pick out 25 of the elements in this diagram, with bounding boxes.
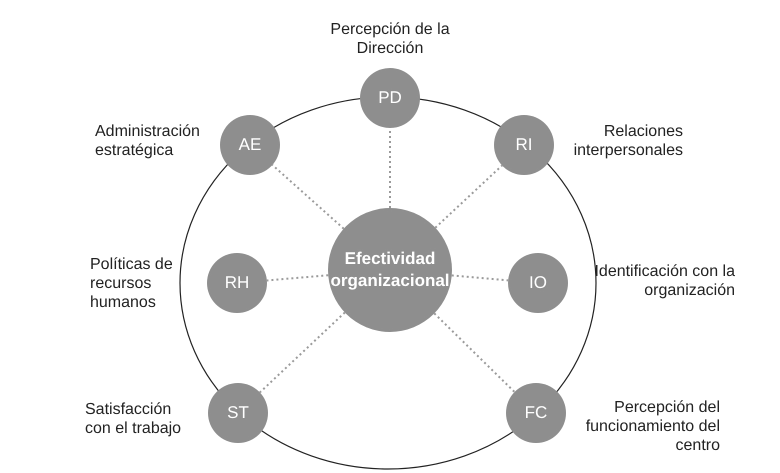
- node-caption: Identificación con la organización: [593, 262, 735, 300]
- center-label: Efectividad organizacional: [330, 248, 450, 292]
- abbreviation-label: IO: [529, 273, 547, 293]
- dotted-connector: [452, 274, 508, 282]
- dotted-connector: [259, 312, 346, 394]
- node-caption: Satisfacción con el trabajo: [85, 400, 182, 438]
- node-caption: Políticas de recursos humanos: [90, 255, 174, 312]
- node-caption: Percepción del funcionamiento del centro: [584, 398, 720, 455]
- dotted-connector: [434, 164, 503, 228]
- circle-node: [494, 115, 554, 175]
- abbreviation-label: ST: [227, 403, 249, 423]
- dotted-connector: [266, 274, 328, 282]
- dotted-connector: [434, 312, 516, 393]
- node-caption: Relaciones interpersonales: [572, 122, 683, 160]
- circle-node: [220, 115, 280, 175]
- abbreviation-label: FC: [524, 403, 548, 423]
- node-caption: Percepción de la Dirección: [330, 20, 450, 58]
- abbreviation-label: PD: [378, 88, 402, 108]
- abbreviation-label: RI: [516, 135, 532, 155]
- abbreviation-label: AE: [238, 135, 262, 155]
- abbreviation-label: RH: [224, 273, 250, 293]
- circle-node: [506, 383, 566, 443]
- dotted-connector: [389, 128, 391, 208]
- node-caption: Administración estratégica: [95, 122, 201, 160]
- dotted-connector: [272, 164, 344, 230]
